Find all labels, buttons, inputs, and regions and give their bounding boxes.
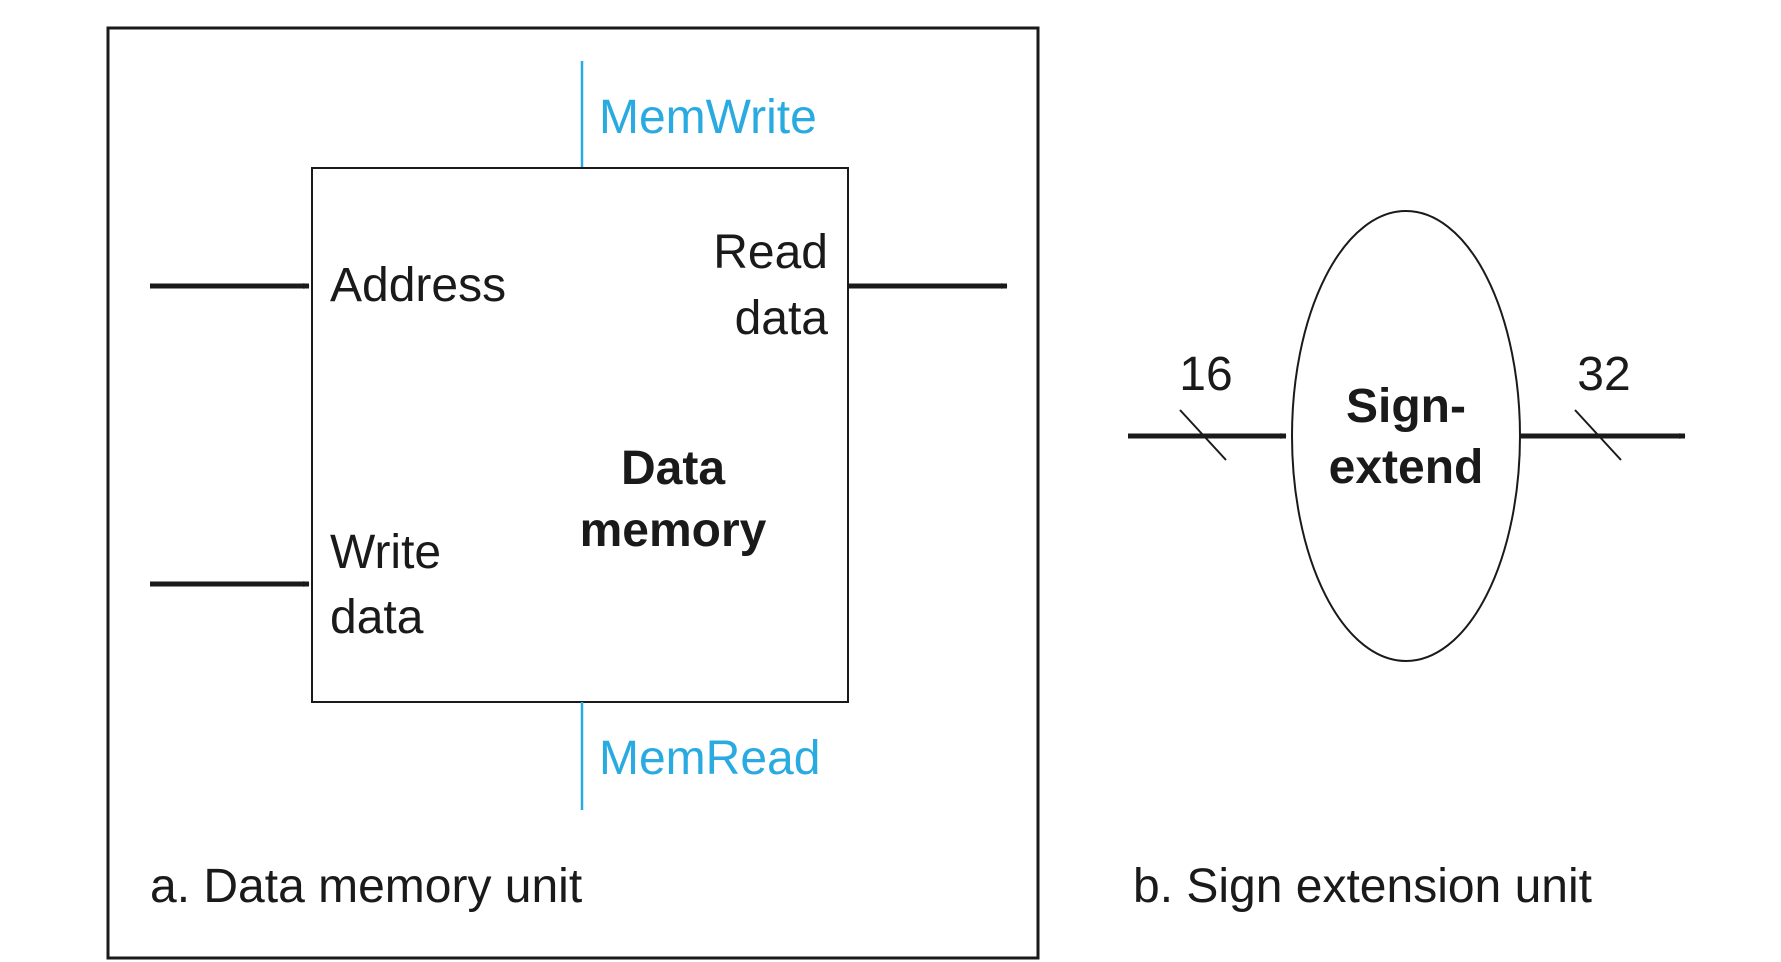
- memwrite-label: MemWrite: [599, 91, 817, 144]
- sign-extend-unit: [1291, 210, 1521, 662]
- output-bus-width-slash: [1574, 409, 1622, 461]
- address-label: Address: [330, 259, 506, 312]
- caption-a: a. Data memory unit: [150, 860, 582, 913]
- output-bus-width-label: 32: [1577, 348, 1630, 401]
- sign-extend-label-line2: extend: [1329, 441, 1484, 494]
- memread-label: MemRead: [599, 732, 820, 785]
- input-bus-width-slash: [1179, 409, 1227, 461]
- read-data-label-line2: data: [735, 292, 829, 345]
- data-memory-title-line1: Data: [621, 442, 725, 495]
- sign-extend-label-line1: Sign-: [1346, 380, 1466, 433]
- panel-a-frame: [106, 26, 1040, 960]
- input-bus-width-label: 16: [1179, 348, 1232, 401]
- read-data-label-line1: Read: [713, 226, 828, 279]
- caption-b: b. Sign extension unit: [1133, 860, 1592, 913]
- write-data-label-line1: Write: [330, 526, 441, 579]
- data-memory-title-line2: memory: [580, 504, 767, 557]
- data-memory-block: [311, 167, 849, 703]
- write-data-label-line2: data: [330, 591, 424, 644]
